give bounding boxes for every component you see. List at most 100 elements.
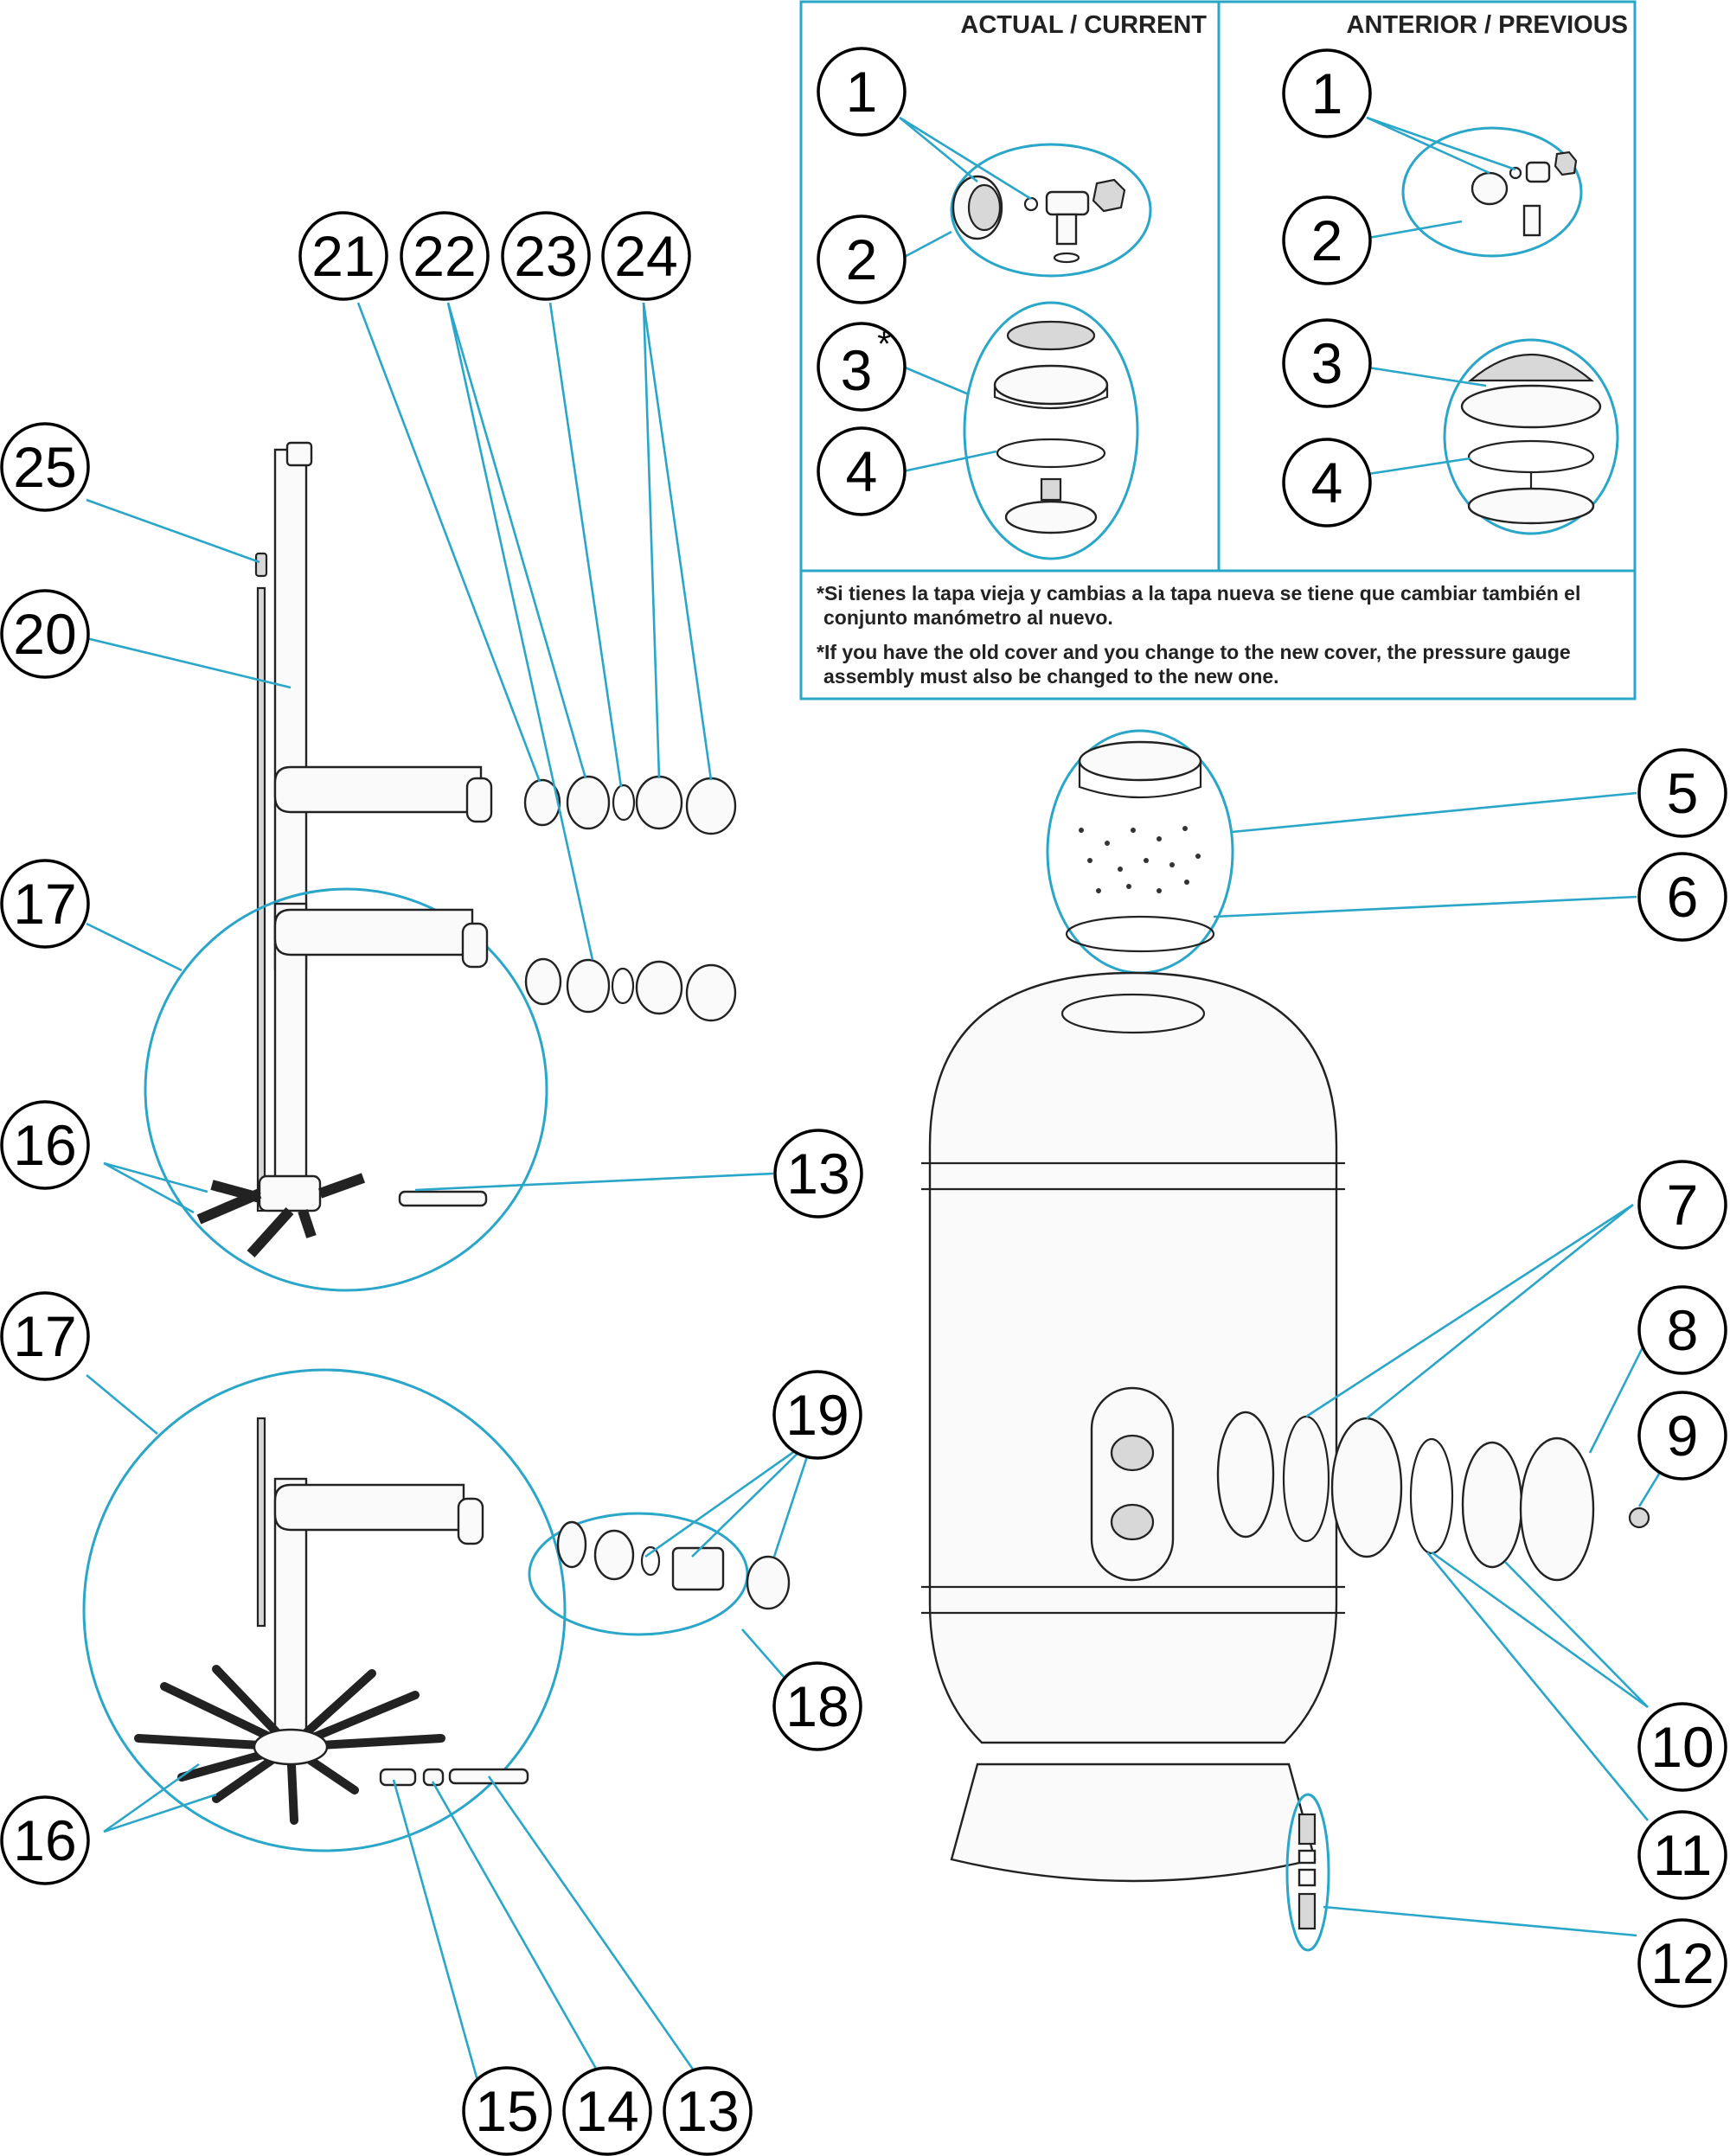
oring-part-11 [1409,1437,1454,1555]
top-diffuser-group [1046,729,1234,975]
callout-cur-1-label: 1 [846,60,878,124]
alt-collector-group-outline [82,1368,567,1852]
callout-23: 23 [501,211,591,301]
callout-19-label: 19 [785,1383,849,1447]
callout-19: 19 [772,1370,862,1460]
callout-17-upper-label: 17 [13,872,76,936]
callout-15: 15 [462,2066,552,2156]
note-spanish-line-2: conjunto manómetro al nuevo. [823,606,1113,629]
callout-prev-3-label: 3 [1311,331,1343,395]
callout-5-label: 5 [1667,761,1699,825]
callout-15-label: 15 [475,2079,538,2143]
callout-prev-2: 2 [1282,195,1372,285]
callout-18: 18 [772,1661,862,1751]
callout-25-label: 25 [13,435,76,499]
callout-24-label: 24 [614,224,677,288]
callout-23-label: 23 [514,224,577,288]
laterals-part-16a [196,1173,366,1258]
note-english-line-2: assembly must also be changed to the new… [823,665,1279,688]
callout-9-label: 9 [1667,1404,1699,1468]
screw-part-9 [1628,1507,1650,1529]
callout-16-upper: 16 [0,1100,90,1190]
callout-11-label: 11 [1653,1823,1713,1887]
callout-12-label: 12 [1650,1931,1714,1995]
callout-prev-4: 4 [1282,438,1372,528]
callout-17-lower-label: 17 [13,1304,76,1368]
tank-port-upper [1110,1434,1155,1472]
callout-17-lower: 17 [0,1291,90,1381]
callout-17-upper: 17 [0,859,90,949]
callout-prev-2-label: 2 [1311,208,1343,272]
previous-cover-icon [1460,353,1602,525]
ring-part-8 [1519,1436,1595,1582]
note-spanish-line-1: *Si tienes la tapa vieja y cambias a la … [817,582,1580,605]
lateral-part-13a [398,1190,488,1207]
tank-port-plate [1090,1386,1175,1582]
current-cover-group-outline [963,301,1139,560]
previous-cover-group-outline [1443,338,1619,535]
leader-lines [86,302,1684,2094]
previous-gauge-group-outline [1401,126,1583,258]
note-english-line-1: *If you have the old cover and you chang… [817,641,1571,663]
current-gauge-group-outline [950,143,1152,278]
callout-prev-4-label: 4 [1311,451,1343,515]
tank-port-lower [1110,1503,1155,1541]
callout-8-label: 8 [1667,1298,1699,1362]
callout-prev-1-label: 1 [1311,61,1343,125]
air-tube-part-25 [256,586,266,1212]
callout-12: 12 [1637,1918,1727,2008]
callout-cur-4: 4 [817,426,907,516]
collector-assembly-upper [144,441,737,1292]
callout-14-label: 14 [575,2079,638,2143]
callout-7-label: 7 [1667,1173,1699,1237]
union-part-22 [566,775,611,830]
lid-part-10 [1461,1441,1523,1569]
current-cover-icon [993,320,1109,534]
callout-6-label: 6 [1667,865,1699,929]
tank-body [928,971,1338,1744]
oring-part-23 [612,784,636,822]
previous-pressure-gauge-icon [1470,150,1578,237]
current-pressure-gauge-icon [952,175,1126,264]
diffuser-part-5 [1078,740,1202,782]
callout-25: 25 [0,422,90,512]
part-15 [379,1768,417,1787]
callout-cur-2-label: 2 [846,227,878,291]
union-group-outline-18 [528,1512,749,1636]
flange-part-7b [1330,1417,1403,1558]
union-nut-part-24b [685,777,737,835]
callout-14: 14 [562,2066,652,2156]
drain-group-outline [1285,1793,1330,1952]
callout-cur-3-asterisk: * [877,325,891,363]
callout-18-label: 18 [785,1674,849,1738]
callout-22-label: 22 [413,224,476,288]
version-comparison-box: ACTUAL / CURRENT ANTERIOR / PREVIOUS *Si… [799,0,1637,701]
callout-16-lower: 16 [0,1795,90,1885]
callout-11: 11 [1637,1810,1727,1900]
filter-tank [921,971,1650,1952]
current-header: ACTUAL / CURRENT [960,11,1207,39]
callout-10: 10 [1637,1702,1727,1792]
callout-13-upper: 13 [773,1129,863,1219]
callout-9: 9 [1637,1391,1727,1481]
union-part-21 [523,778,561,827]
manhole-opening [1216,1411,1275,1539]
callout-22: 22 [400,211,490,301]
callout-8: 8 [1637,1285,1727,1375]
callout-7: 7 [1637,1160,1727,1250]
union-nut-part-24a [635,775,683,830]
collector-assembly-lower [82,1368,791,1852]
callout-prev-1: 1 [1282,48,1372,138]
callout-16-upper-label: 16 [13,1113,76,1177]
oring-part-6 [1065,915,1215,953]
callout-13-lower: 13 [663,2066,753,2156]
callout-13-upper-label: 13 [786,1142,849,1206]
drain-part-12 [1298,1813,1317,1930]
callout-21-label: 21 [311,224,375,288]
callout-cur-4-label: 4 [846,439,878,503]
callout-24: 24 [601,211,691,301]
callout-16-lower-label: 16 [13,1808,76,1872]
box-leader-lines [899,116,1516,476]
callout-cur-3-label: 3 [841,338,873,402]
